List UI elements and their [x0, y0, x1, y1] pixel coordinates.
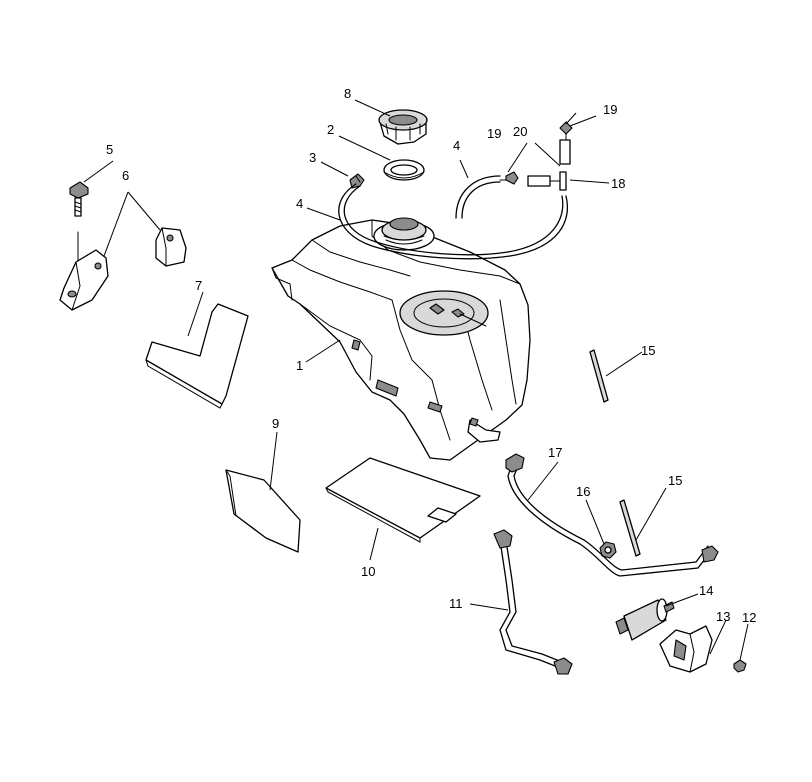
callout-14: 14	[699, 583, 713, 598]
seal-ring-part	[383, 159, 425, 181]
filter-bracket-part	[659, 625, 713, 673]
callout-labels: 8 2 3 4 4 19 20 19 18 5 6 7 1 15 9 17 15…	[106, 86, 756, 625]
callout-6: 6	[122, 168, 129, 183]
mounting-bracket-part	[59, 227, 187, 311]
callout-4: 4	[453, 138, 460, 153]
callout-20: 20	[513, 124, 527, 139]
vent-tube-part	[559, 139, 571, 165]
callout-10: 10	[361, 564, 375, 579]
screw-part	[733, 659, 747, 673]
fuel-cap-part	[378, 109, 428, 145]
callout-9: 9	[272, 416, 279, 431]
fuel-line-part	[493, 529, 573, 675]
vent-hose-part	[338, 175, 569, 260]
callout-7: 7	[195, 278, 202, 293]
callout-8: 8	[344, 86, 351, 101]
callout-5: 5	[106, 142, 113, 157]
callout-11: 11	[449, 596, 463, 611]
fuel-tank-part	[271, 217, 531, 461]
bottom-pad-part	[325, 457, 481, 543]
vent-fitting-tee-part	[527, 171, 567, 191]
callout-19: 19	[487, 126, 501, 141]
bolt-part	[69, 181, 89, 263]
callout-19: 19	[603, 102, 617, 117]
callout-3: 3	[309, 150, 316, 165]
leader-lines	[83, 99, 749, 661]
callout-13: 13	[716, 609, 730, 624]
check-valve-part	[499, 121, 573, 185]
side-panel-part	[225, 469, 301, 553]
fuel-line-part	[505, 453, 719, 577]
nut-part	[599, 541, 617, 559]
cable-tie-part	[589, 349, 641, 557]
fuel-filter-part	[615, 598, 675, 641]
callout-12: 12	[742, 610, 756, 625]
l-shaped-pad-part	[145, 303, 249, 409]
callout-4: 4	[296, 196, 303, 211]
callout-15: 15	[668, 473, 682, 488]
callout-1: 1	[296, 358, 303, 373]
callout-18: 18	[611, 176, 625, 191]
callout-17: 17	[548, 445, 562, 460]
callout-15: 15	[641, 343, 655, 358]
callout-16: 16	[576, 484, 590, 499]
callout-2: 2	[327, 122, 334, 137]
